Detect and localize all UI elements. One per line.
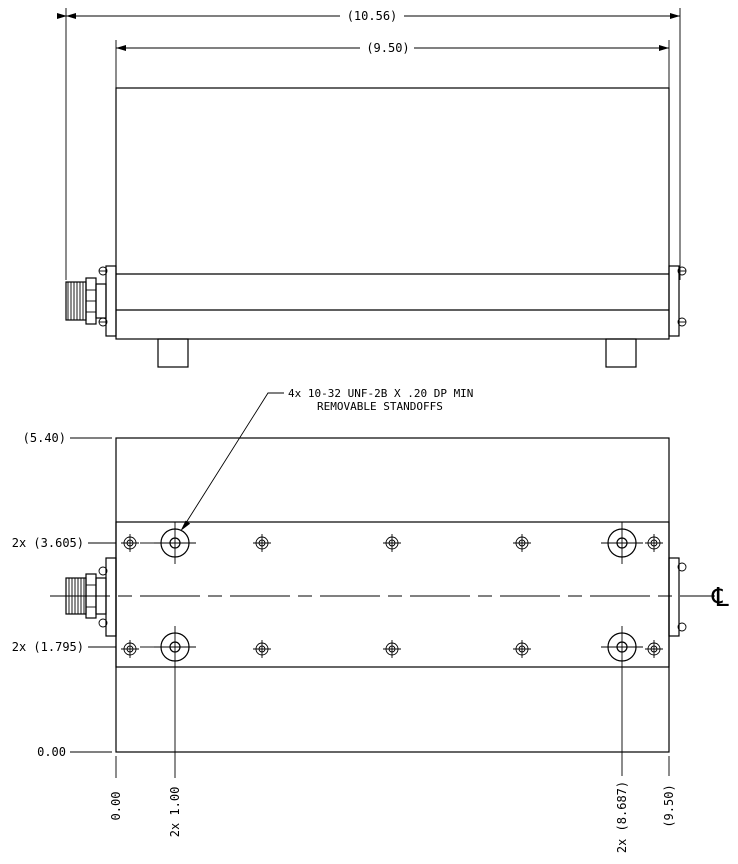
dim-label-y-upper: 2x (3.605) [12, 536, 84, 550]
dim-label-x-zero: 0.00 [109, 792, 123, 821]
top-view: ℄ [12, 431, 729, 853]
side-connector [65, 277, 107, 325]
dimension-overall-length: (10.56) [57, 8, 681, 280]
dim-label-x-end: (9.50) [662, 784, 676, 827]
standoff-note: 4x 10-32 UNF-2B X .20 DP MIN REMOVABLE S… [180, 387, 473, 531]
screw [383, 640, 401, 658]
top-connector [65, 557, 117, 637]
ordinate-y-hole-lower: 2x (1.795) [12, 640, 154, 654]
housing-top [115, 437, 670, 753]
foot-right [605, 338, 637, 368]
screw [513, 534, 531, 552]
dim-label-body: (9.50) [366, 41, 409, 55]
side-connector-flange-right [668, 265, 687, 337]
center-band [115, 521, 670, 668]
centerline-symbol: ℄ [711, 583, 729, 613]
ordinate-x-hole-right: 2x (8.687) [615, 668, 629, 853]
ordinate-y-top: (5.40) [23, 431, 112, 445]
foot-left [157, 338, 189, 368]
standoff-hole [154, 522, 196, 564]
screw [383, 534, 401, 552]
dim-label-x-left: 2x 1.00 [168, 787, 182, 838]
dim-label-y-top: (5.40) [23, 431, 66, 445]
standoff-hole [154, 626, 196, 668]
screw [253, 534, 271, 552]
screw [121, 534, 139, 552]
housing-side [115, 87, 670, 340]
top-flange-right [668, 557, 687, 637]
ordinate-x-hole-left: 2x 1.00 [168, 668, 182, 837]
centerline: ℄ [50, 583, 729, 613]
ordinate-y-zero: 0.00 [37, 745, 112, 759]
note-line-2: REMOVABLE STANDOFFS [317, 400, 443, 413]
ordinate-x-end: (9.50) [662, 756, 676, 828]
side-connector-flange-left [98, 265, 117, 337]
standoff-hole [601, 626, 643, 668]
note-line-1: 4x 10-32 UNF-2B X .20 DP MIN [288, 387, 473, 400]
dim-label-x-right: 2x (8.687) [615, 781, 629, 853]
dim-label-y-zero: 0.00 [37, 745, 66, 759]
screw [121, 640, 139, 658]
side-view: (10.56) (9.50) [57, 8, 687, 368]
dimension-body-length: (9.50) [115, 40, 670, 88]
dim-label-overall: (10.56) [347, 9, 398, 23]
ordinate-y-hole-upper: 2x (3.605) [12, 536, 154, 550]
screw [645, 534, 663, 552]
dim-label-y-lower: 2x (1.795) [12, 640, 84, 654]
screw [645, 640, 663, 658]
screw [253, 640, 271, 658]
standoff-hole [601, 522, 643, 564]
screw [513, 640, 531, 658]
ordinate-x-zero: 0.00 [109, 756, 123, 820]
